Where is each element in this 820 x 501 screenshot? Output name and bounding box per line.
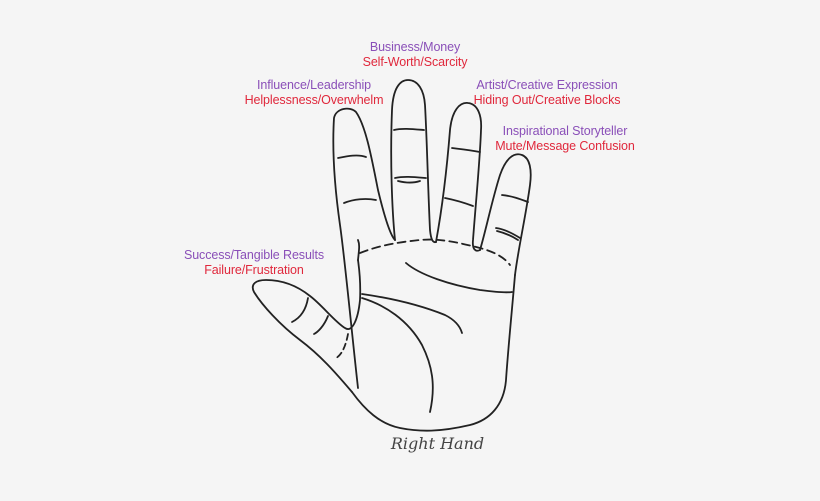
crease (393, 127, 425, 131)
life-line (361, 297, 434, 413)
crease (343, 198, 377, 204)
index-positive-text: Influence/Leadership (256, 78, 372, 92)
palm-right-outline (351, 274, 516, 432)
thumb-outline (251, 259, 362, 393)
pinky-positive-text: Inspirational Storyteller (502, 124, 628, 138)
ring-positive-text: Artist/Creative Expression (476, 78, 618, 92)
crease (451, 147, 481, 153)
middle-finger-outline (390, 79, 437, 244)
crease (394, 175, 427, 179)
middle-negative-text: Self-Worth/Scarcity (362, 55, 468, 69)
ring-finger-outline (435, 102, 483, 252)
label-ring-finger: Artist/Creative Expression Hiding Out/Cr… (462, 78, 632, 108)
crease (335, 333, 349, 359)
pinky-finger-outline (479, 153, 532, 276)
crease (496, 230, 519, 241)
crease (501, 194, 529, 203)
crease (291, 297, 309, 323)
label-index-finger: Influence/Leadership Helplessness/Overwh… (230, 78, 398, 108)
label-pinky-finger: Inspirational Storyteller Mute/Message C… (484, 124, 646, 154)
crease (313, 315, 329, 335)
thumb-positive-text: Success/Tangible Results (183, 248, 325, 262)
crease (444, 197, 474, 207)
crease (495, 227, 521, 239)
head-line (361, 293, 463, 334)
crease (337, 154, 367, 159)
index-negative-text: Helplessness/Overwhelm (244, 93, 384, 107)
hand-caption: Right Hand (390, 434, 485, 453)
palm-crease (359, 238, 511, 266)
label-thumb: Success/Tangible Results Failure/Frustra… (174, 248, 334, 278)
heart-line (405, 262, 513, 294)
pinky-negative-text: Mute/Message Confusion (495, 139, 635, 153)
thumb-negative-text: Failure/Frustration (204, 263, 304, 277)
middle-positive-text: Business/Money (369, 40, 461, 54)
index-finger-outline (332, 107, 396, 389)
crease (397, 180, 421, 184)
ring-negative-text: Hiding Out/Creative Blocks (473, 93, 621, 107)
label-middle-finger: Business/Money Self-Worth/Scarcity (340, 40, 490, 70)
